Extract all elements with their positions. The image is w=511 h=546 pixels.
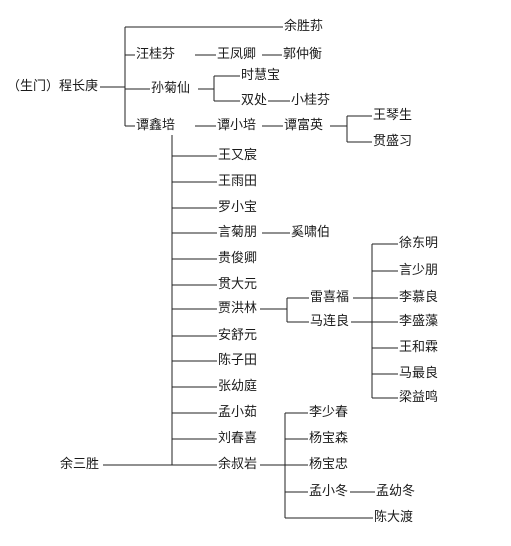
node-yu-sansheng: 余三胜 (59, 457, 101, 473)
node-li-shaochun: 李少春 (308, 405, 350, 421)
node-guan-shengxi: 贯盛习 (372, 134, 414, 150)
node-meng-xiaodong: 孟小冬 (308, 484, 350, 500)
node-chen-zitian: 陈子田 (217, 353, 259, 369)
node-shi-huibao: 时慧宝 (240, 68, 282, 84)
node-an-shuyuan: 安舒元 (217, 328, 259, 344)
node-meng-xiaoru: 孟小茹 (217, 405, 259, 421)
node-guan-dayuan: 贯大元 (217, 277, 259, 293)
node-gui-junqing: 贵俊卿 (217, 251, 259, 267)
node-tan-xiaopei: 谭小培 (216, 118, 258, 134)
node-guo-zhongheng: 郭仲衡 (282, 47, 324, 63)
node-yu-shengsu: 余胜荪 (283, 19, 325, 35)
node-lei-xifu: 雷喜福 (309, 290, 351, 306)
node-li-muliang: 李慕良 (398, 290, 440, 306)
node-li-shengzao: 李盛藻 (398, 314, 440, 330)
node-jia-honglin: 贾洪林 (217, 301, 259, 317)
node-meng-youdong: 孟幼冬 (375, 484, 417, 500)
node-zhang-youting: 张幼庭 (217, 379, 259, 395)
node-wang-helin: 王和霖 (398, 340, 440, 356)
node-tan-xinpei: 谭鑫培 (135, 118, 177, 134)
node-xi-xiaobo: 奚啸伯 (290, 225, 332, 241)
node-wang-guifen: 汪桂芬 (135, 47, 177, 63)
node-liang-yiming: 梁益鸣 (398, 390, 440, 406)
node-wang-yutian: 王雨田 (217, 174, 259, 190)
node-yang-baozhong: 杨宝忠 (308, 457, 350, 473)
node-xiao-guifen: 小桂芬 (290, 93, 332, 109)
node-ma-zuiliang: 马最良 (398, 366, 440, 382)
node-tan-fuying: 谭富英 (283, 118, 325, 134)
node-wang-youchen: 王又宸 (217, 148, 259, 164)
node-cheng-changgeng: （生门）程长庚 (6, 79, 100, 95)
node-yan-jupeng: 言菊朋 (217, 225, 259, 241)
node-sun-juxian: 孙菊仙 (150, 81, 192, 97)
node-yan-shaopeng: 言少朋 (398, 263, 440, 279)
node-liu-chunxi: 刘春喜 (217, 431, 259, 447)
node-shuang-chu: 双处 (240, 93, 269, 109)
node-chen-dadu: 陈大渡 (373, 510, 415, 526)
node-wang-fengqing: 王凤卿 (216, 47, 258, 63)
node-yang-baosen: 杨宝森 (308, 431, 350, 447)
node-xu-dongming: 徐东明 (398, 236, 440, 252)
node-yu-shuyan: 余叔岩 (217, 457, 259, 473)
node-wang-qinsheng: 王琴生 (372, 108, 414, 124)
node-ma-lianliang: 马连良 (309, 314, 351, 330)
node-luo-xiaobao: 罗小宝 (217, 200, 259, 216)
